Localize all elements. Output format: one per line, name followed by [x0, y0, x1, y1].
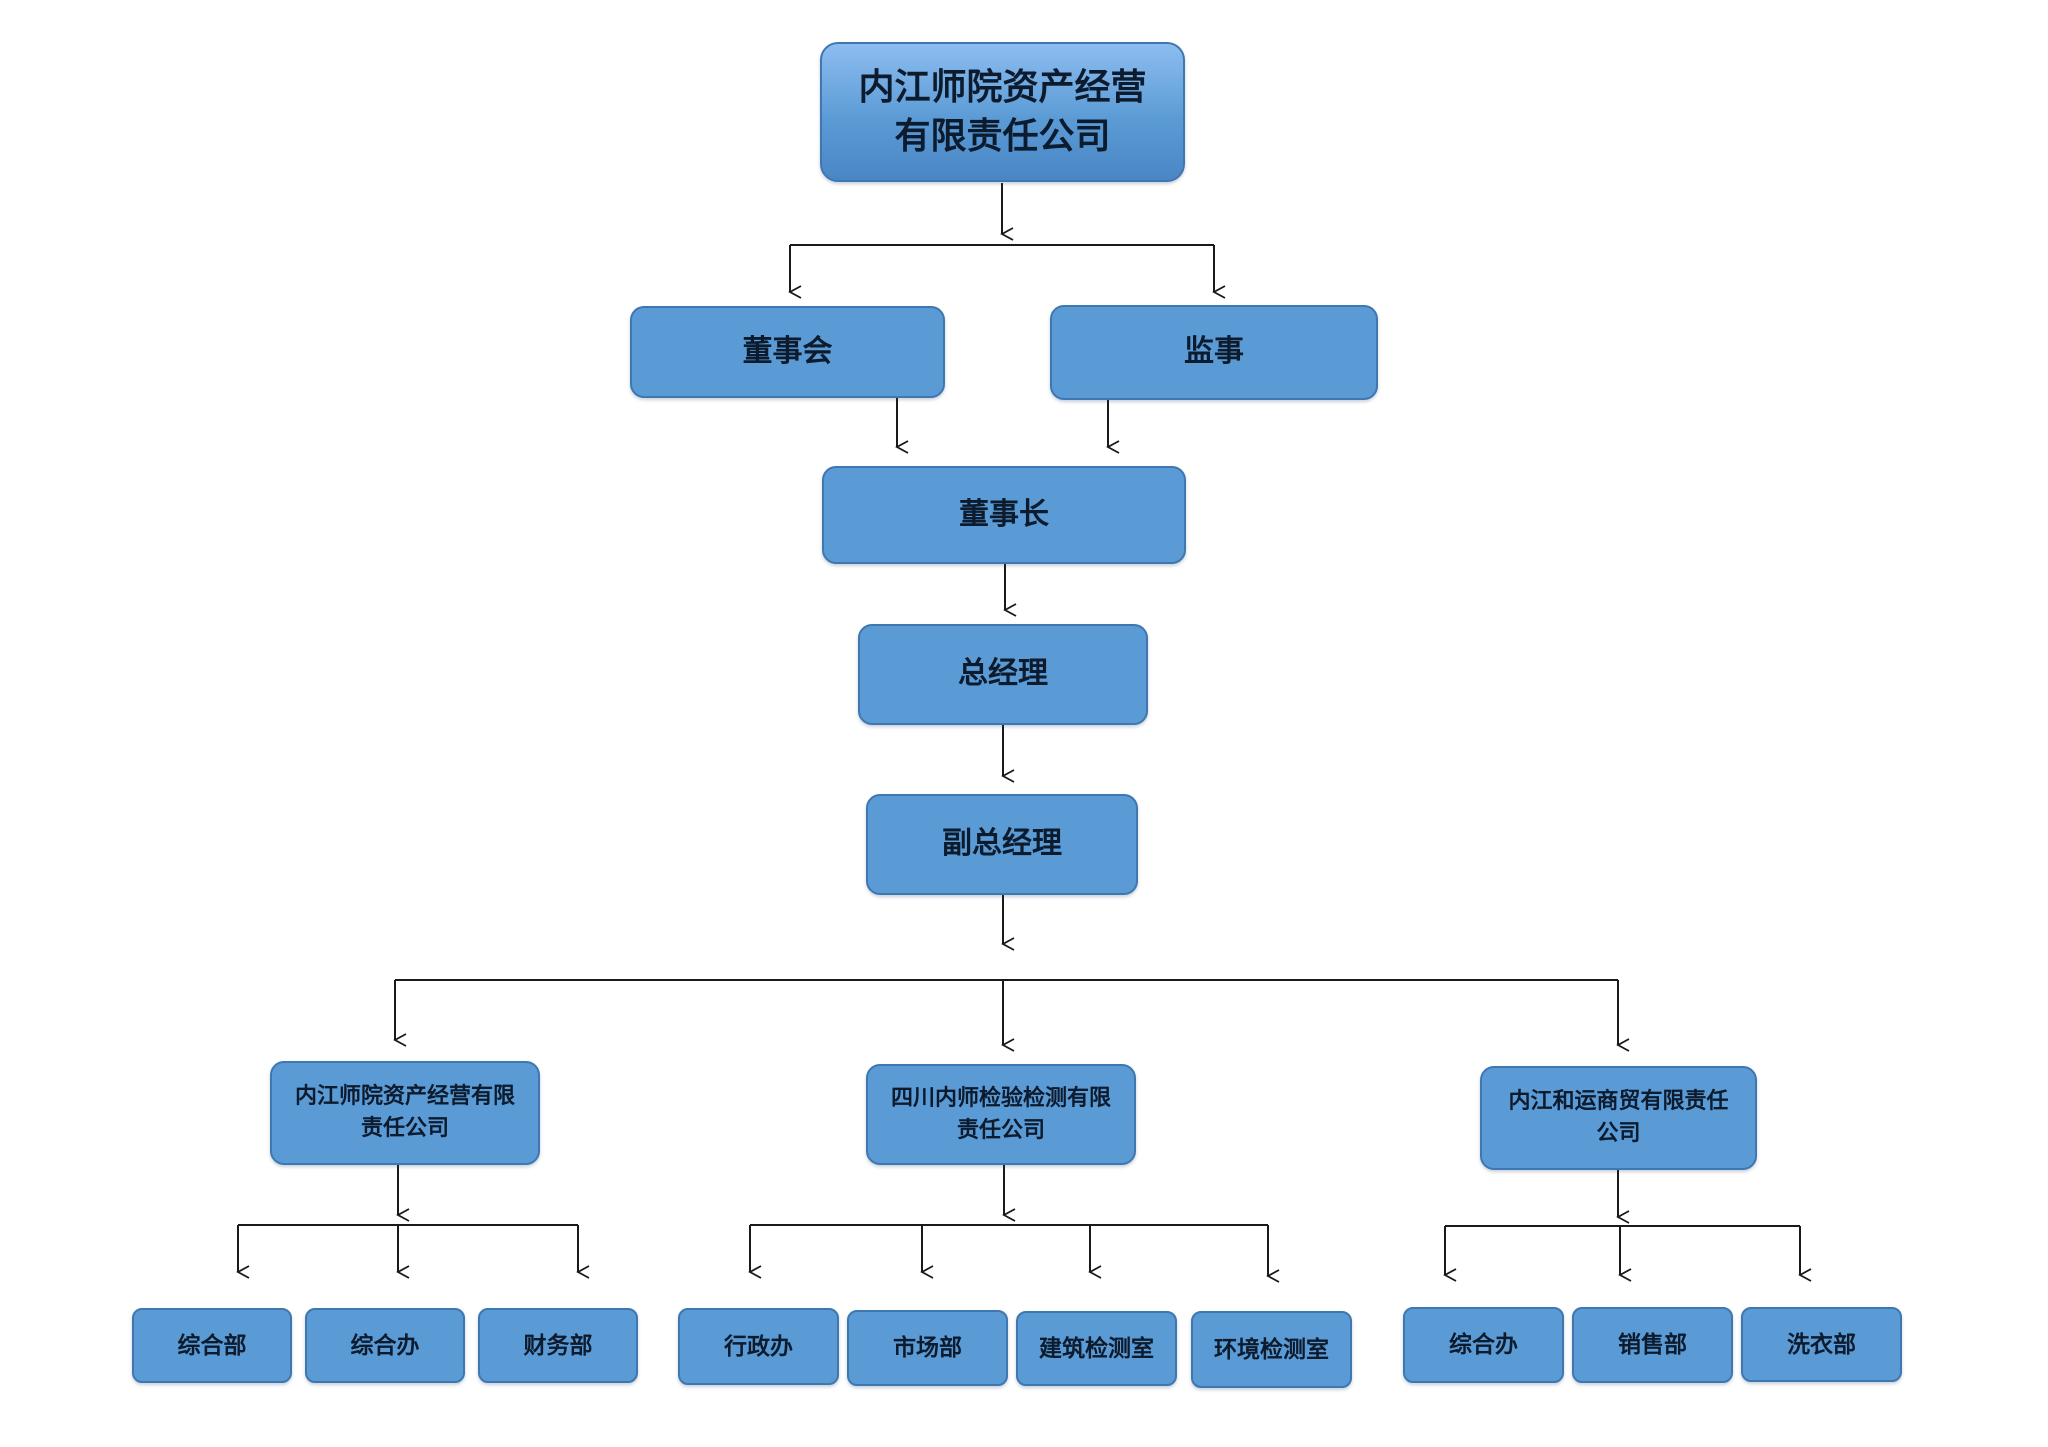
department-label: 洗衣部: [1787, 1330, 1856, 1358]
supervisor-node: 监事: [1050, 305, 1378, 400]
subsidiary-label: 内江师院资产经营有限责任公司: [294, 1083, 515, 1141]
department-label: 综合办: [350, 1331, 420, 1359]
general-manager-label: 总经理: [958, 656, 1048, 692]
department-node: 洗衣部: [1741, 1307, 1902, 1382]
department-node: 综合办: [1403, 1307, 1564, 1383]
root-company-node: 内江师院资产经营有限责任公司: [820, 42, 1185, 182]
chairman-node: 董事长: [822, 466, 1186, 564]
subsidiary-label: 内江和运商贸有限责任公司: [1508, 1088, 1729, 1146]
board-label: 董事会: [742, 333, 833, 369]
department-node: 综合部: [132, 1308, 292, 1383]
deputy-general-manager-label: 副总经理: [942, 826, 1062, 862]
subsidiary-label: 四川内师检验检测有限责任公司: [890, 1084, 1111, 1143]
department-node: 环境检测室: [1191, 1311, 1352, 1388]
department-label: 综合办: [1449, 1331, 1518, 1359]
subsidiary-node: 内江师院资产经营有限责任公司: [270, 1061, 540, 1165]
subsidiary-node: 内江和运商贸有限责任公司: [1480, 1066, 1757, 1170]
deputy-general-manager-node: 副总经理: [866, 794, 1138, 895]
department-label: 综合部: [177, 1331, 247, 1359]
department-label: 市场部: [893, 1334, 962, 1362]
board-node: 董事会: [630, 306, 945, 398]
subsidiary-node: 四川内师检验检测有限责任公司: [866, 1064, 1136, 1165]
department-label: 环境检测室: [1214, 1335, 1329, 1363]
department-node: 综合办: [305, 1308, 465, 1383]
department-node: 市场部: [847, 1310, 1008, 1386]
department-label: 销售部: [1618, 1331, 1687, 1359]
general-manager-node: 总经理: [858, 624, 1148, 725]
chairman-label: 董事长: [959, 496, 1049, 532]
department-node: 建筑检测室: [1016, 1311, 1177, 1386]
department-label: 财务部: [523, 1331, 593, 1359]
department-node: 行政办: [678, 1308, 839, 1385]
root-company-label: 内江师院资产经营有限责任公司: [858, 66, 1147, 157]
department-label: 建筑检测室: [1039, 1334, 1154, 1362]
department-node: 销售部: [1572, 1307, 1733, 1383]
supervisor-label: 监事: [1184, 334, 1244, 370]
department-node: 财务部: [478, 1308, 638, 1383]
department-label: 行政办: [724, 1332, 793, 1360]
